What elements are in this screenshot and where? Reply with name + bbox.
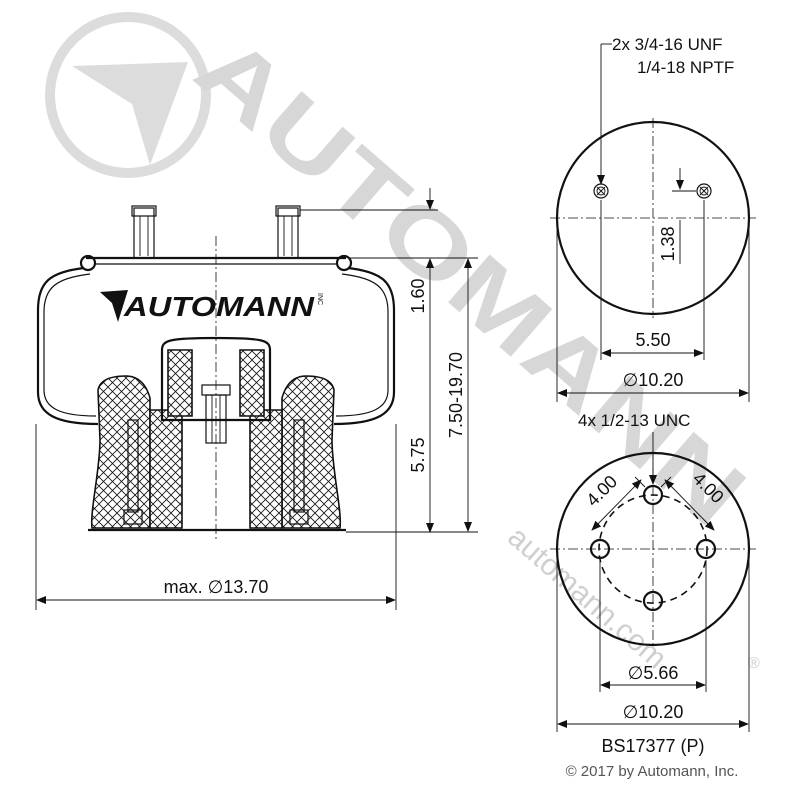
piston-left-section bbox=[90, 375, 151, 529]
part-number: BS17377 (P) bbox=[601, 736, 704, 756]
side-view: AUTOMANN INC max. ∅13.70 1.60 5.75 7.50-… bbox=[35, 188, 478, 610]
dim-1-60: 1.60 bbox=[408, 278, 428, 313]
dim-1-38: 1.38 bbox=[658, 226, 678, 261]
top-air-fitting-right bbox=[696, 183, 712, 199]
thread-note-line1: 2x 3/4-16 UNF bbox=[612, 35, 723, 54]
thread-note-line2: 1/4-18 NPTF bbox=[637, 58, 734, 77]
bolt-hole-right bbox=[695, 538, 717, 560]
watermark-logo-icon bbox=[72, 62, 188, 165]
bellow-logo-suffix: INC bbox=[316, 293, 323, 305]
piston-inner-left-section bbox=[149, 409, 183, 529]
piston-inner-right-section bbox=[249, 409, 283, 529]
top-plate-studs bbox=[131, 205, 301, 259]
bottom-dim-diameter: ∅10.20 bbox=[623, 702, 684, 722]
watermark-registered-mark: ® bbox=[748, 655, 760, 672]
bottom-view bbox=[550, 432, 756, 732]
dim-height-range: 7.50-19.70 bbox=[446, 352, 466, 438]
dim-bolt-circle: ∅5.66 bbox=[628, 663, 679, 683]
bellow-logo-icon bbox=[100, 290, 128, 322]
watermark-logo-circle bbox=[45, 12, 211, 178]
dim-5-75: 5.75 bbox=[408, 437, 428, 472]
bellow-logo-text: AUTOMANN bbox=[123, 291, 315, 322]
bellow-logo: AUTOMANN INC bbox=[100, 290, 323, 322]
piston-bolts bbox=[123, 419, 309, 525]
watermark-url-text: automann.com bbox=[501, 520, 672, 675]
top-air-fitting-left bbox=[593, 183, 609, 199]
copyright: © 2017 by Automann, Inc. bbox=[566, 763, 739, 780]
bolt-hole-left bbox=[589, 538, 611, 560]
side-view-dimensions bbox=[35, 188, 478, 610]
top-dim-diameter: ∅10.20 bbox=[623, 370, 684, 390]
top-view bbox=[550, 43, 756, 402]
piston-right-section bbox=[281, 375, 342, 529]
bolt-hole-bottom bbox=[642, 590, 664, 612]
bellow-inner-wall bbox=[43, 273, 389, 417]
bellow-outer-wall bbox=[36, 266, 396, 426]
dim-5-50: 5.50 bbox=[635, 330, 670, 350]
bolt-thread-note: 4x 1/2-13 UNC bbox=[578, 411, 690, 430]
dim-max-diameter: max. ∅13.70 bbox=[164, 577, 269, 597]
bolt-hole-top bbox=[642, 484, 664, 506]
